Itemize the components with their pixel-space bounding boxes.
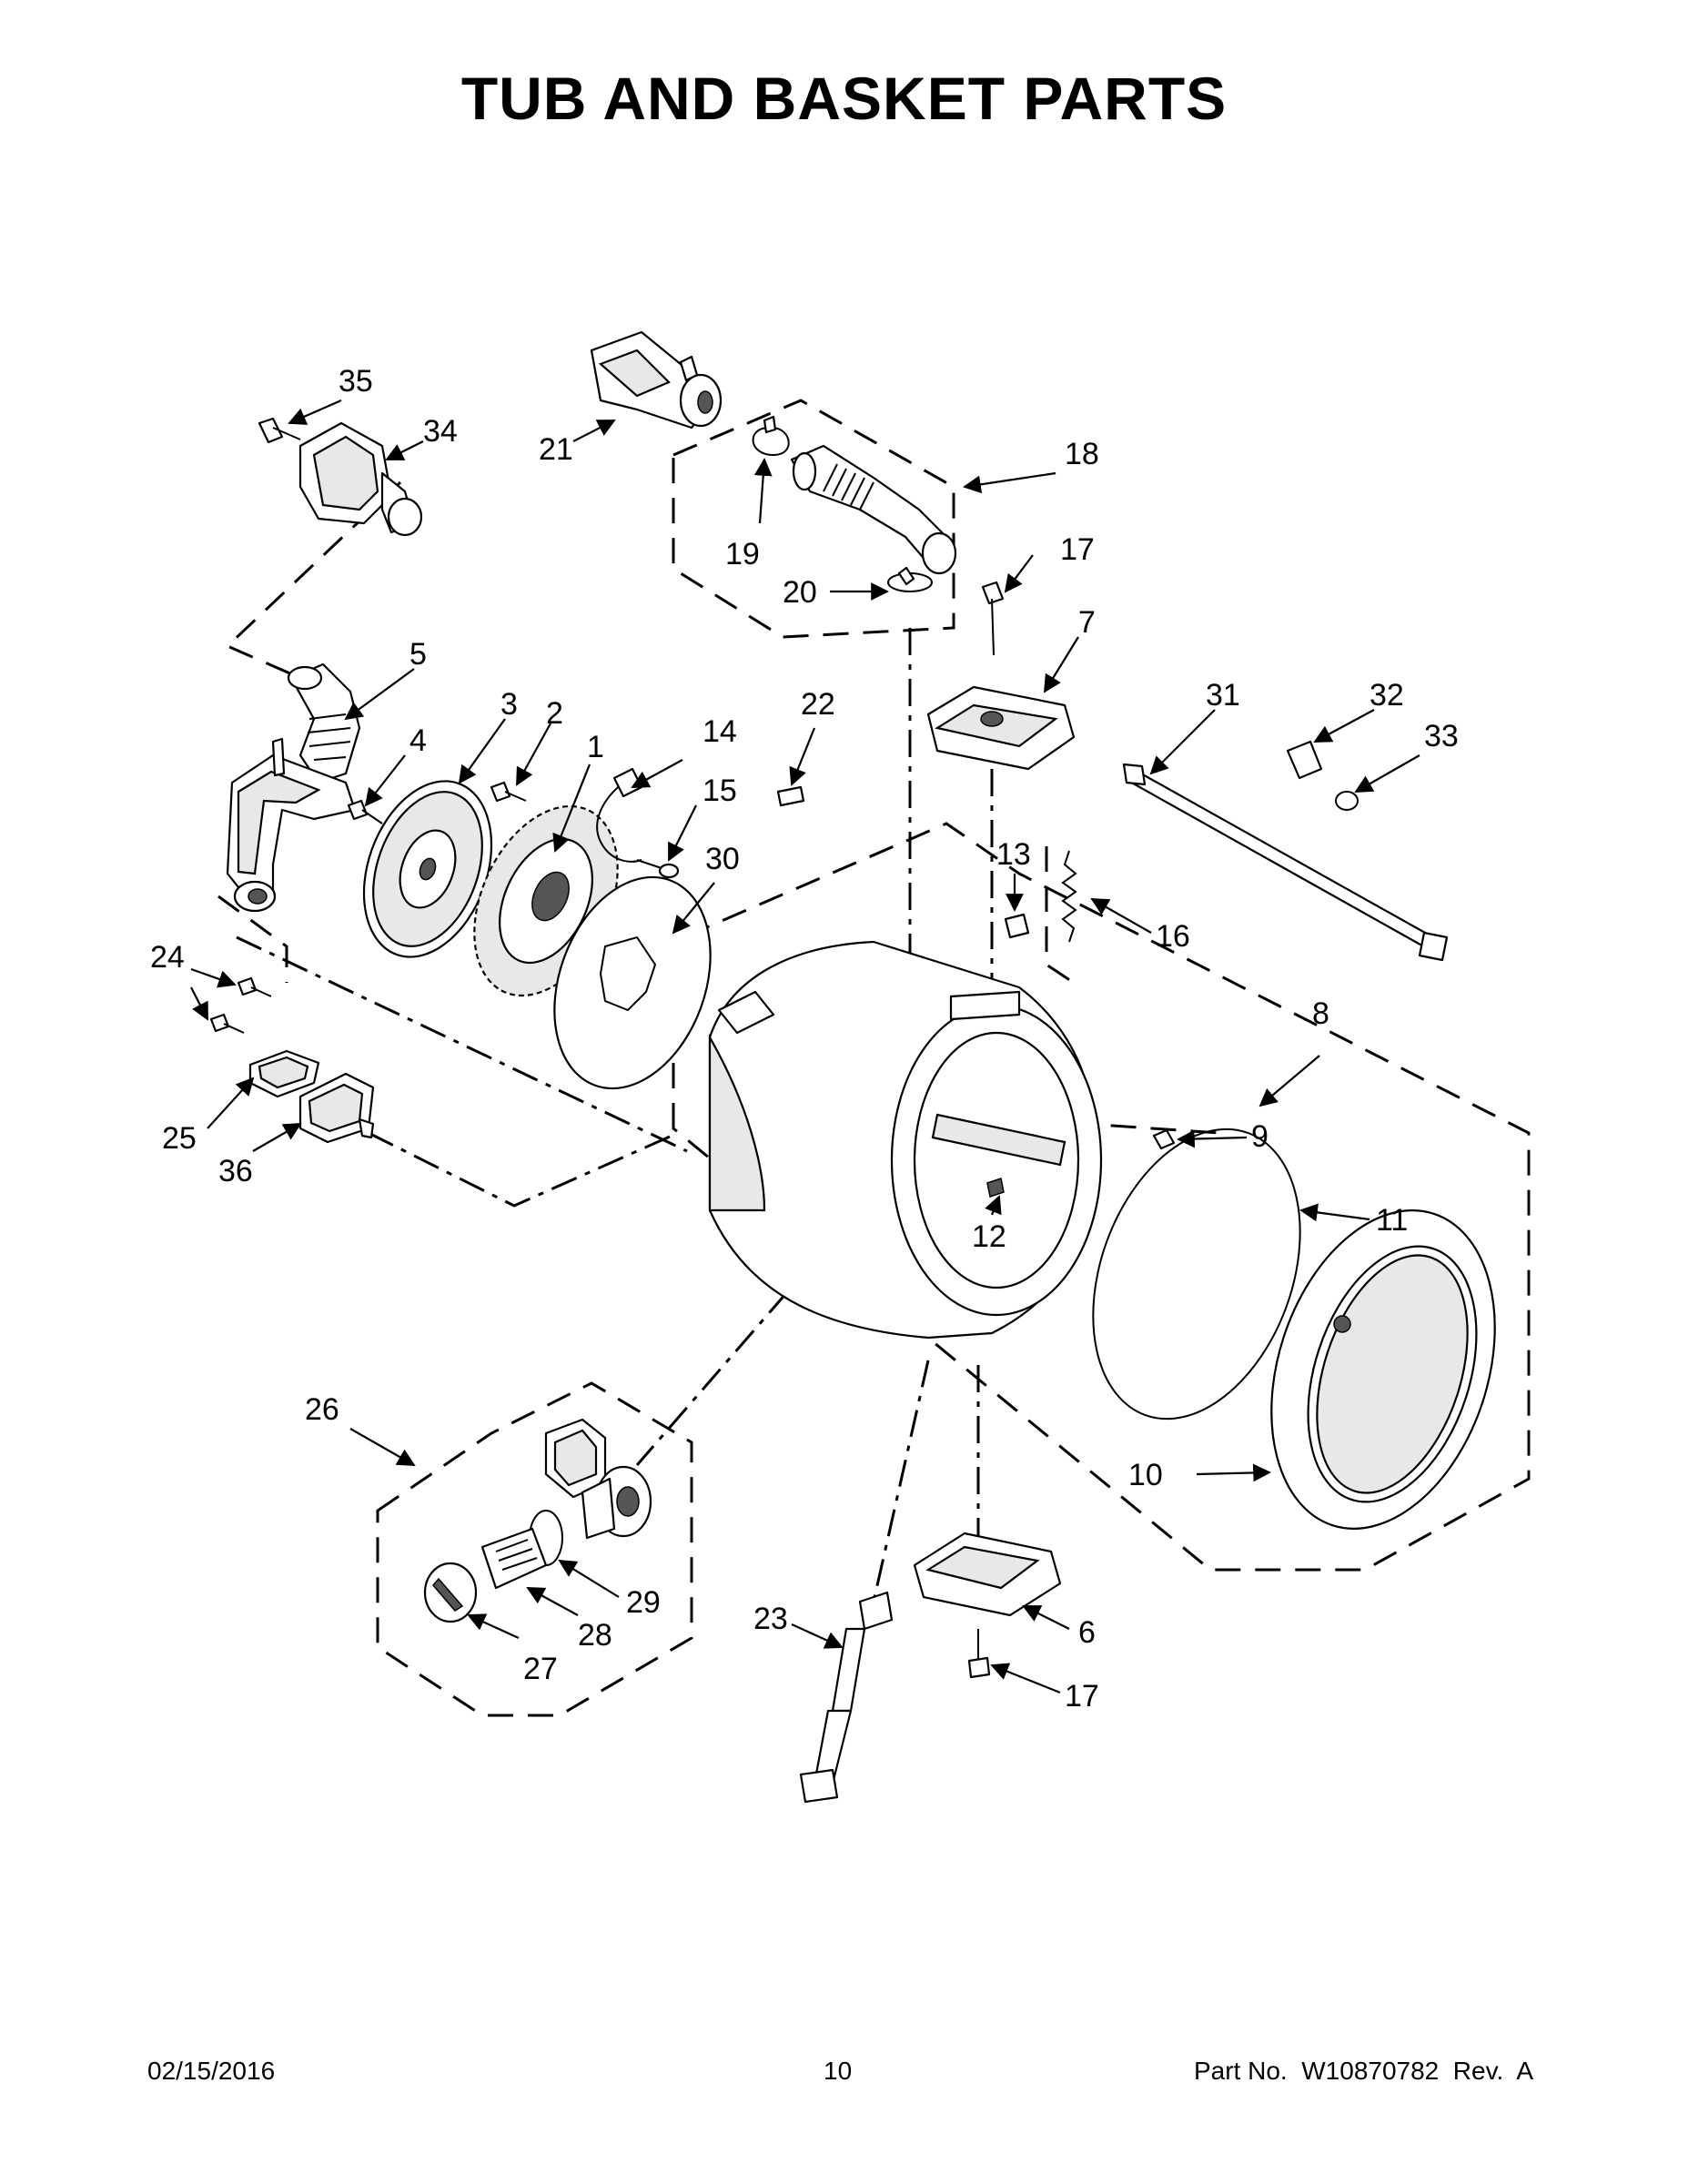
sump-alignment-line bbox=[217, 895, 288, 983]
part-34-air-vent-housing bbox=[298, 421, 423, 537]
callout-7: 7 bbox=[1078, 605, 1096, 640]
part-24-screws bbox=[209, 976, 272, 1034]
pump-to-tub-line bbox=[635, 1291, 789, 1466]
callout-36: 36 bbox=[218, 1154, 253, 1188]
callout-4: 4 bbox=[409, 723, 427, 758]
part-28-filter bbox=[480, 1527, 548, 1590]
part-30-gasket bbox=[553, 875, 712, 1090]
callout-24: 24 bbox=[150, 940, 185, 975]
callout-17-bottom: 17 bbox=[1065, 1679, 1099, 1714]
callout-31: 31 bbox=[1206, 678, 1240, 713]
part-27-filter-cap bbox=[423, 1562, 478, 1623]
callout-11: 11 bbox=[1376, 1203, 1408, 1238]
footer-part-number: Part No. W10870782 Rev. A bbox=[1193, 2057, 1533, 2085]
callout-2: 2 bbox=[546, 696, 563, 731]
part-33-ring bbox=[1335, 791, 1359, 811]
callout-17-top: 17 bbox=[1060, 532, 1095, 567]
callout-29: 29 bbox=[626, 1585, 661, 1620]
part-9-clip bbox=[1152, 1128, 1176, 1150]
part-6-foot-bracket bbox=[913, 1532, 1062, 1617]
callout-15: 15 bbox=[702, 774, 737, 808]
callout-30: 30 bbox=[705, 842, 740, 876]
callout-32: 32 bbox=[1370, 678, 1404, 713]
sump-hose-assembly bbox=[226, 737, 357, 913]
part-12-baffle bbox=[986, 1178, 1005, 1198]
callout-19: 19 bbox=[725, 537, 760, 571]
callout-10: 10 bbox=[1128, 1458, 1163, 1492]
callout-6: 6 bbox=[1078, 1615, 1096, 1650]
part-14-wire-harness bbox=[596, 767, 643, 863]
callout-20: 20 bbox=[783, 575, 817, 610]
part-32-clip bbox=[1286, 740, 1323, 780]
callout-26: 26 bbox=[305, 1392, 339, 1427]
part-22-clip bbox=[776, 785, 805, 807]
damper-line bbox=[872, 1360, 930, 1603]
callout-14: 14 bbox=[702, 714, 737, 749]
part-18-tub-to-pump-hose bbox=[790, 444, 957, 575]
spring-line bbox=[1045, 846, 1075, 985]
callout-16: 16 bbox=[1156, 919, 1190, 954]
tub-assembly-group-outline bbox=[672, 822, 1531, 1572]
callout-34: 34 bbox=[423, 414, 458, 449]
part-7-top-bracket bbox=[926, 685, 1076, 771]
page-title: TUB AND BASKET PARTS bbox=[460, 65, 1228, 132]
callout-33: 33 bbox=[1424, 719, 1459, 753]
part-5-elbow-hose bbox=[287, 662, 361, 784]
part-21-inlet-hose bbox=[590, 330, 723, 430]
part-8-outer-tub bbox=[708, 940, 1103, 1340]
part-31-rod bbox=[1122, 763, 1449, 962]
part-19-clamp bbox=[752, 415, 790, 457]
part-17-bottom-bolt bbox=[967, 1629, 991, 1679]
callout-8: 8 bbox=[1312, 996, 1329, 1031]
part-35-screw bbox=[258, 417, 301, 444]
callout-13: 13 bbox=[996, 837, 1031, 872]
part-4-bolt bbox=[347, 799, 383, 824]
motor-alignment-line bbox=[236, 935, 688, 1153]
callout-27: 27 bbox=[523, 1652, 558, 1686]
pump-group-outline bbox=[376, 1381, 693, 1717]
callout-35: 35 bbox=[339, 364, 373, 399]
part-26-drain-pump bbox=[544, 1418, 652, 1540]
part-16-spring bbox=[1061, 850, 1077, 943]
part-17-top-bolt bbox=[981, 581, 1005, 656]
bracket-alignment-line bbox=[368, 1131, 679, 1208]
footer-page-number: 10 bbox=[824, 2057, 853, 2085]
part-10-front-tub-ring bbox=[1270, 1209, 1496, 1530]
callout-25: 25 bbox=[162, 1121, 197, 1156]
callout-5: 5 bbox=[409, 637, 427, 672]
callout-18: 18 bbox=[1065, 437, 1099, 471]
part-13-tab bbox=[1004, 913, 1030, 939]
callout-1: 1 bbox=[587, 730, 604, 764]
part-2-bolt bbox=[490, 781, 527, 803]
callout-22: 22 bbox=[801, 687, 835, 722]
callout-21: 21 bbox=[539, 432, 573, 467]
part-23-damper bbox=[799, 1591, 894, 1804]
hose-kit-group-outline bbox=[672, 399, 955, 639]
part-11-seal-ring bbox=[1092, 1127, 1301, 1421]
drain-hose-alignment-line bbox=[225, 480, 402, 680]
part-25-cover bbox=[248, 1049, 320, 1098]
footer-date: 02/15/2016 bbox=[147, 2057, 276, 2085]
callout-9: 9 bbox=[1251, 1119, 1269, 1154]
callout-12: 12 bbox=[972, 1219, 1006, 1254]
callout-28: 28 bbox=[578, 1618, 612, 1653]
part-15-clip bbox=[636, 859, 680, 879]
part-3-rotor bbox=[362, 780, 493, 958]
callout-3: 3 bbox=[500, 687, 518, 722]
part-20-clamp bbox=[887, 566, 933, 592]
callout-23: 23 bbox=[753, 1602, 788, 1636]
